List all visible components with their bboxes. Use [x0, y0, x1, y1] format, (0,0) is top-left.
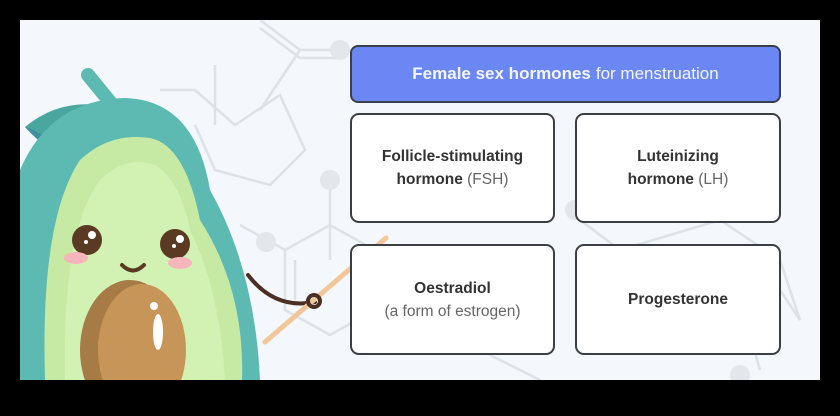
card-oestradiol-line1: Oestradiol — [414, 279, 491, 297]
card-lh-abbrev: (LH) — [693, 171, 729, 188]
avocado-mascot-icon — [20, 68, 389, 380]
card-fsh: Follicle-stimulating hormone (FSH) — [350, 113, 555, 223]
card-progesterone: Progesterone — [575, 244, 781, 355]
card-oestradiol: Oestradiol (a form of estrogen) — [350, 244, 555, 355]
title-bold: Female sex hormones — [412, 64, 591, 83]
title-banner: Female sex hormones for menstruation — [350, 45, 781, 103]
card-lh-line2-bold: hormone — [627, 171, 694, 188]
card-fsh-line2-bold: hormone — [396, 171, 463, 188]
card-progesterone-line1: Progesterone — [628, 291, 728, 308]
card-oestradiol-line2: (a form of estrogen) — [384, 302, 521, 320]
title-regular: for menstruation — [595, 64, 719, 83]
card-lh: Luteinizing hormone (LH) — [575, 113, 781, 223]
card-fsh-line1: Follicle-stimulating — [381, 148, 524, 165]
card-lh-line1: Luteinizing — [637, 148, 719, 165]
card-fsh-abbrev: (FSH) — [462, 171, 509, 188]
hormone-infographic: Female sex hormones for menstruation Fol… — [20, 20, 820, 380]
